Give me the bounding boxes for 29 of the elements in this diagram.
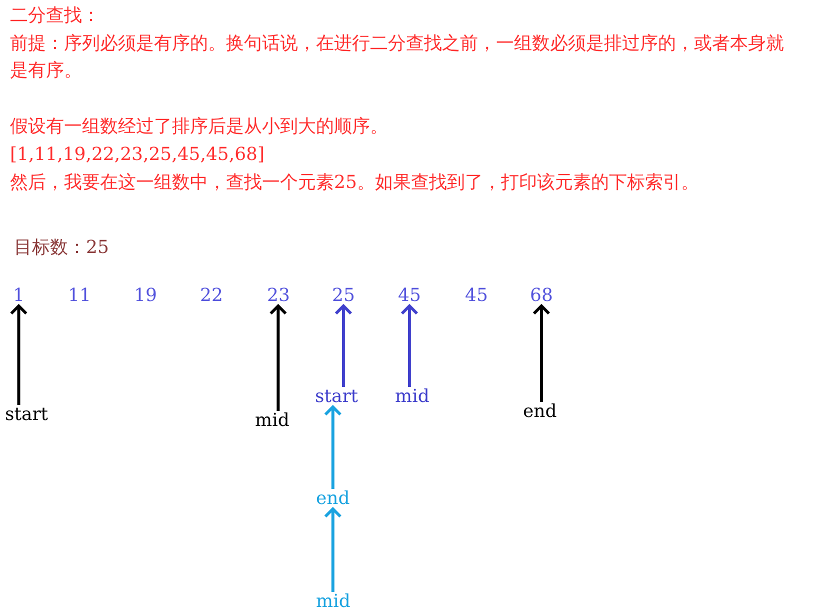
array-value: 68 bbox=[530, 286, 553, 306]
array-value: 11 bbox=[68, 286, 91, 306]
pointer-arrow bbox=[334, 304, 352, 387]
array-value: 25 bbox=[332, 286, 355, 306]
pointer-label: mid bbox=[316, 592, 350, 612]
pointer-label: start bbox=[315, 387, 358, 407]
array-value: 1 bbox=[13, 286, 24, 306]
pointer-arrow bbox=[269, 304, 288, 411]
pointer-arrow bbox=[400, 304, 418, 387]
array-value: 23 bbox=[267, 286, 290, 306]
description-text: 然后，我要在这一组数中，查找一个元素25。如果查找到了，打印该元素的下标索引。 bbox=[10, 171, 700, 195]
pointer-arrow bbox=[10, 304, 28, 405]
description-text: [1,11,19,22,23,25,45,45,68] bbox=[10, 143, 266, 167]
array-value: 45 bbox=[398, 286, 421, 306]
pointer-label: mid bbox=[255, 411, 290, 431]
description-text: 前提：序列必须是有序的。换句话说，在进行二分查找之前，一组数必须是排过序的，或者本身就是有序。 bbox=[10, 32, 785, 83]
pointer-label: end bbox=[523, 402, 557, 422]
description-text: 假设有一组数经过了排序后是从小到大的顺序。 bbox=[10, 115, 389, 139]
pointer-label: mid bbox=[395, 387, 430, 407]
pointer-label: end bbox=[316, 489, 350, 509]
array-value: 45 bbox=[465, 286, 488, 306]
array-value: 22 bbox=[200, 286, 223, 306]
pointer-arrow bbox=[324, 508, 342, 592]
pointer-arrow bbox=[324, 406, 342, 489]
target-label: 目标数：25 bbox=[14, 236, 110, 260]
pointer-arrow bbox=[532, 304, 550, 402]
pointer-label: start bbox=[5, 405, 48, 425]
title: 二分查找： bbox=[10, 4, 101, 28]
array-value: 19 bbox=[134, 286, 157, 306]
